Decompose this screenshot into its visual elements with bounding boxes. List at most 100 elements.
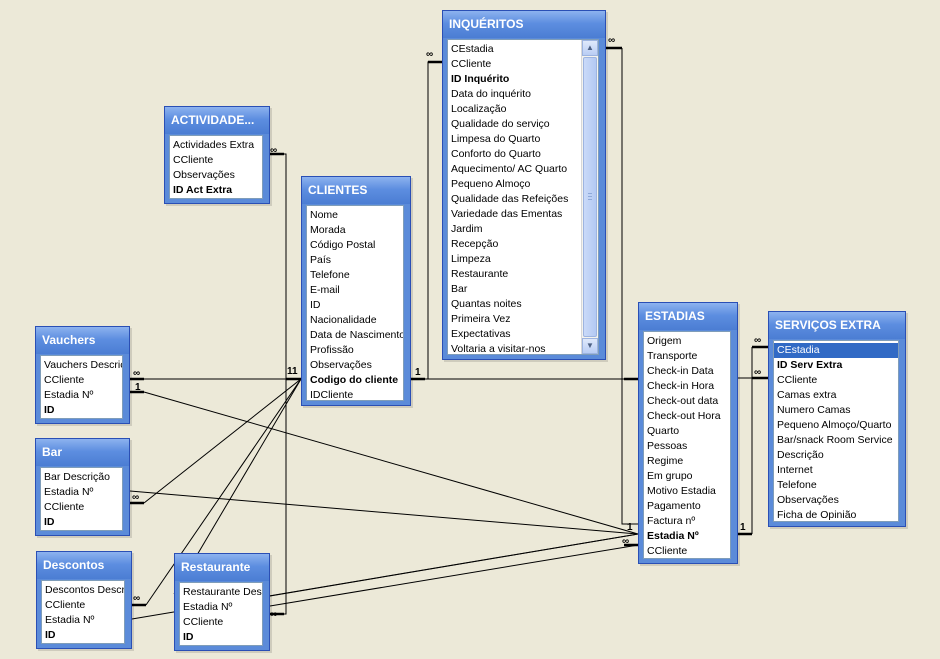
field-item[interactable]: CEstadia bbox=[451, 43, 494, 55]
field-item[interactable]: Check-in Hora bbox=[647, 380, 715, 392]
table-title[interactable]: Vauchers bbox=[36, 327, 129, 354]
table-title[interactable]: ESTADIAS bbox=[639, 303, 737, 330]
field-item[interactable]: Bar Descrição bbox=[44, 471, 110, 483]
field-item[interactable]: ID bbox=[183, 631, 194, 643]
table-title[interactable]: ACTIVIDADE... bbox=[165, 107, 269, 134]
field-item[interactable]: CCliente bbox=[183, 616, 224, 628]
field-item[interactable]: ID Act Extra bbox=[173, 184, 233, 196]
field-item[interactable]: Internet bbox=[777, 464, 813, 476]
field-item[interactable]: Data de Nascimento bbox=[310, 329, 403, 341]
field-item[interactable]: ID Inquérito bbox=[451, 73, 510, 85]
field-item[interactable]: Check-in Data bbox=[647, 365, 714, 377]
field-item[interactable]: Vauchers Descrição bbox=[44, 359, 122, 371]
field-item[interactable]: Localização bbox=[451, 103, 507, 115]
table-title[interactable]: Descontos bbox=[37, 552, 131, 579]
field-item[interactable]: Bar bbox=[451, 283, 468, 295]
field-item[interactable]: Variedade das Ementas bbox=[451, 208, 563, 220]
field-item[interactable]: Em grupo bbox=[647, 470, 693, 482]
field-item[interactable]: Restaurante bbox=[451, 268, 509, 280]
field-item[interactable]: Descrição bbox=[777, 449, 824, 461]
field-item[interactable]: CCliente bbox=[777, 374, 818, 386]
field-item[interactable]: ID bbox=[45, 629, 56, 641]
field-item[interactable]: Aquecimento/ AC Quarto bbox=[451, 163, 568, 175]
field-item[interactable]: Nacionalidade bbox=[310, 314, 377, 326]
field-item[interactable]: Conforto do Quarto bbox=[451, 148, 541, 160]
field-item[interactable]: Pessoas bbox=[647, 440, 688, 452]
field-item[interactable]: Data do inquérito bbox=[451, 88, 531, 100]
field-item[interactable]: Limpesa do Quarto bbox=[451, 133, 541, 145]
field-item[interactable]: Limpeza bbox=[451, 253, 491, 265]
field-item[interactable]: Check-out data bbox=[647, 395, 719, 407]
field-item[interactable]: Pagamento bbox=[647, 500, 701, 512]
field-item[interactable]: Estadia Nº bbox=[44, 389, 94, 401]
field-list[interactable]: Vauchers DescriçãoCClienteEstadia Nº ID bbox=[40, 355, 123, 419]
field-item[interactable]: ID Serv Extra bbox=[777, 359, 843, 371]
field-item[interactable]: Nome bbox=[310, 209, 339, 221]
field-item[interactable]: IDCliente bbox=[310, 389, 354, 401]
field-item[interactable]: Voltaria a visitar-nos bbox=[451, 343, 546, 355]
field-item[interactable]: Quarto bbox=[647, 425, 680, 437]
scroll-up-icon[interactable]: ▲ bbox=[582, 40, 598, 56]
field-item[interactable]: Estadia Nº bbox=[44, 486, 94, 498]
field-item[interactable]: Recepção bbox=[451, 238, 499, 250]
field-item[interactable]: Observações bbox=[310, 359, 372, 371]
field-item[interactable]: Motivo Estadia bbox=[647, 485, 716, 497]
field-item[interactable]: Jardim bbox=[451, 223, 483, 235]
table-title[interactable]: CLIENTES bbox=[302, 177, 410, 204]
field-item[interactable]: Estadia Nº bbox=[647, 530, 699, 542]
field-item[interactable]: Primeira Vez bbox=[451, 313, 511, 325]
field-item[interactable]: ID bbox=[44, 404, 55, 416]
field-item[interactable]: Camas extra bbox=[777, 389, 837, 401]
field-item[interactable]: ID bbox=[44, 516, 55, 528]
field-item[interactable]: Qualidade das Refeições bbox=[451, 193, 569, 205]
field-item[interactable]: Origem bbox=[647, 335, 682, 347]
field-item[interactable]: Descontos Descri bbox=[45, 584, 124, 596]
field-item[interactable]: Regime bbox=[647, 455, 684, 467]
scroll-down-icon[interactable]: ▼ bbox=[582, 338, 598, 354]
field-item[interactable]: Numero Camas bbox=[777, 404, 851, 416]
field-item[interactable]: Profissão bbox=[310, 344, 354, 356]
field-item[interactable]: CEstadia bbox=[774, 343, 898, 358]
field-item[interactable]: Check-out Hora bbox=[647, 410, 721, 422]
field-item[interactable]: Restaurante Desc bbox=[183, 586, 262, 598]
field-item[interactable]: Telefone bbox=[777, 479, 817, 491]
field-item[interactable]: Bar/snack Room Service bbox=[777, 434, 893, 446]
field-item[interactable]: ID bbox=[310, 299, 321, 311]
field-item[interactable]: Observações bbox=[777, 494, 839, 506]
field-item[interactable]: Estadia Nº bbox=[183, 601, 233, 613]
field-item[interactable]: Estadia Nº bbox=[45, 614, 95, 626]
field-item[interactable]: Expectativas bbox=[451, 328, 511, 340]
field-item[interactable]: Código Postal bbox=[310, 239, 376, 251]
field-item[interactable]: CCliente bbox=[173, 154, 214, 166]
field-item[interactable]: Qualidade do serviço bbox=[451, 118, 550, 130]
field-item[interactable]: Morada bbox=[310, 224, 346, 236]
field-item[interactable]: Telefone bbox=[310, 269, 350, 281]
field-item[interactable]: E-mail bbox=[310, 284, 340, 296]
scroll-thumb[interactable] bbox=[583, 57, 597, 337]
table-title[interactable]: Restaurante bbox=[175, 554, 269, 581]
table-title[interactable]: INQUÉRITOS bbox=[443, 11, 605, 38]
field-item[interactable]: Quantas noites bbox=[451, 298, 522, 310]
field-item[interactable]: Actividades Extra bbox=[173, 139, 255, 151]
field-item[interactable]: CCliente bbox=[451, 58, 492, 70]
field-item[interactable]: País bbox=[310, 254, 332, 266]
field-item[interactable]: CCliente bbox=[44, 374, 85, 386]
field-item[interactable]: Codigo do cliente bbox=[310, 374, 399, 386]
field-item[interactable]: Pequeno Almoço/Quarto bbox=[777, 419, 892, 431]
field-item[interactable]: CCliente bbox=[45, 599, 86, 611]
